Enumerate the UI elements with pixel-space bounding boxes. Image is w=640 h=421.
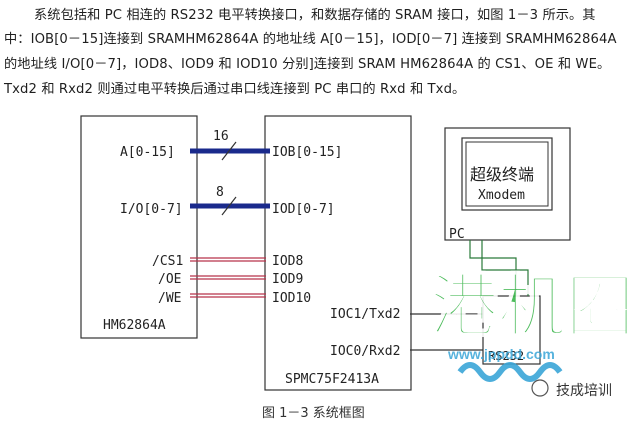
spmc75f2413a-label: SPMC75F2413A	[285, 372, 379, 387]
spmc75f2413a-block	[264, 115, 412, 391]
hm62864a-label: HM62864A	[103, 318, 166, 333]
pin-iob-bus: IOB[0-15]	[272, 145, 342, 160]
watermark-url: www.jppdd.com	[448, 346, 555, 362]
pin-iod-bus: IOD[0-7]	[272, 202, 335, 217]
pin-a-bus: A[0-15]	[120, 145, 175, 160]
control-signal-lines	[190, 257, 266, 298]
address-bus-slash	[221, 141, 237, 161]
pc-monitor	[461, 137, 553, 211]
terminal-protocol: Xmodem	[478, 188, 525, 203]
paragraph-line-1: 系统包括和 PC 相连的 RS232 电平转换接口，和数据存储的 SRAM 接口…	[34, 8, 596, 23]
pc-screen	[465, 141, 549, 207]
watermark-brand: 技成培训	[556, 383, 612, 399]
pin-iod9: IOD9	[272, 272, 303, 287]
data-bus-slash	[221, 196, 237, 216]
paragraph-line-2: 中：IOB[0－15]连接到 SRAMHM62864A 的地址线 A[0－15]…	[4, 32, 617, 47]
terminal-title: 超级终端	[470, 165, 534, 184]
watermark-wave-icon	[457, 362, 563, 382]
pin-cs1: /CS1	[152, 254, 183, 269]
serial-link-lines	[469, 240, 529, 296]
wechat-icon	[531, 379, 549, 397]
figure-caption: 图 1－3 系统框图	[262, 406, 365, 421]
pc-label: PC	[449, 227, 465, 242]
pin-rxd2: IOC0/Rxd2	[330, 344, 400, 359]
paragraph-line-3: 的地址线 I/O[0－7]，IOD8、IOD9 和 IOD10 分别]连接到 S…	[4, 57, 611, 72]
data-bus-width: 8	[216, 185, 224, 200]
pin-iod8: IOD8	[272, 254, 303, 269]
pin-we: /WE	[158, 291, 181, 306]
pin-txd2: IOC1/Txd2	[330, 307, 400, 322]
address-bus-width: 16	[213, 129, 229, 144]
watermark-logo-text: 港机圈	[430, 268, 634, 347]
watermark-logo: 港机圈	[429, 267, 635, 382]
uart-link-lines	[410, 313, 483, 351]
pin-iod10: IOD10	[272, 291, 311, 306]
pc-block	[444, 127, 571, 241]
pin-oe: /OE	[158, 272, 181, 287]
hm62864a-block	[80, 115, 198, 339]
paragraph-line-4: Txd2 和 Rxd2 则通过电平转换后通过串口线连接到 PC 串口的 Rxd …	[4, 82, 466, 97]
pin-io-bus: I/O[0-7]	[120, 202, 183, 217]
rs232-label: RS232	[488, 349, 524, 363]
